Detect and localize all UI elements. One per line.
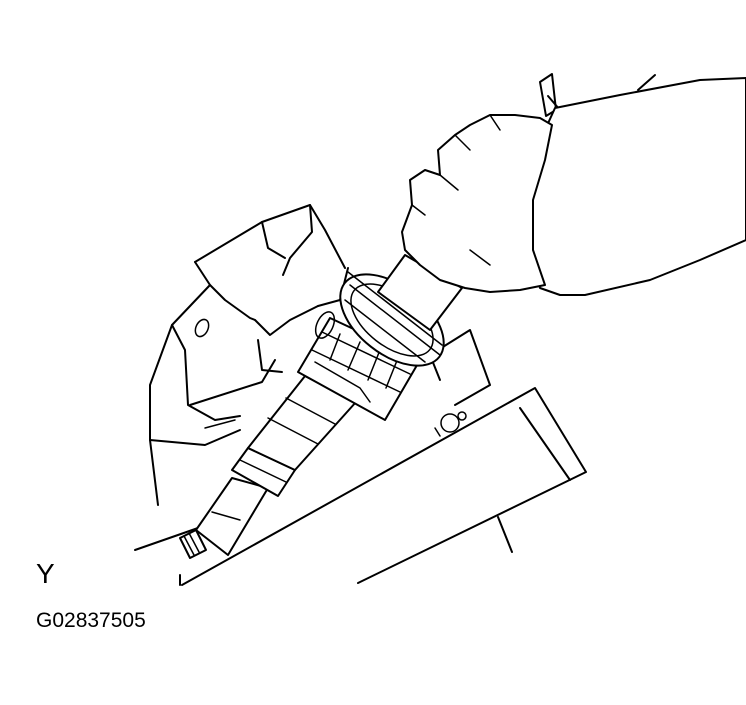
view-label: Y: [36, 558, 55, 589]
technician-hand: [401, 77, 746, 296]
figure-code: G02837505: [36, 609, 146, 632]
bearing-ring: [339, 271, 445, 367]
shaft-assembly: [179, 311, 421, 559]
transmission-case-plate: [134, 387, 587, 586]
